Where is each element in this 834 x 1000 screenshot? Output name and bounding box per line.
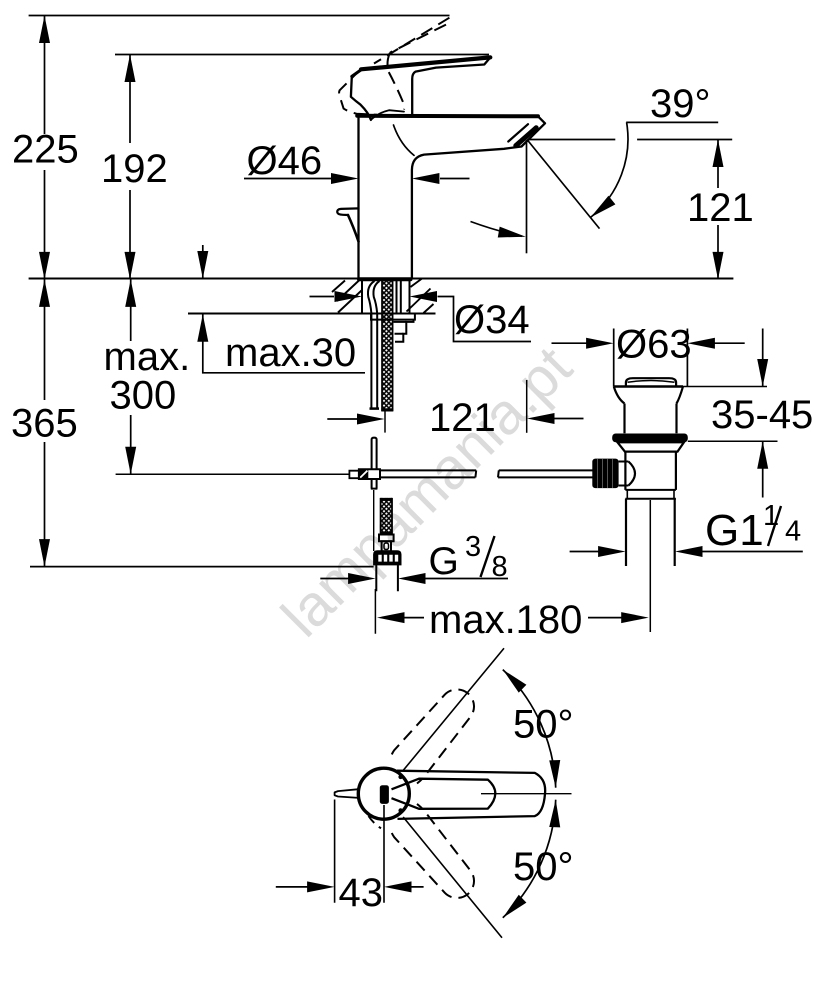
svg-text:192: 192 <box>101 147 168 191</box>
svg-text:Ø34: Ø34 <box>454 298 530 342</box>
svg-text:4: 4 <box>785 516 801 548</box>
svg-text:Ø46: Ø46 <box>247 139 323 183</box>
svg-text:43: 43 <box>339 871 384 915</box>
svg-text:50°: 50° <box>513 703 574 747</box>
svg-text:121: 121 <box>429 396 496 440</box>
svg-text:max.180: max.180 <box>429 598 582 642</box>
svg-text:8: 8 <box>492 551 508 583</box>
svg-text:300: 300 <box>110 374 177 418</box>
svg-text:35-45: 35-45 <box>711 393 813 437</box>
svg-text:365: 365 <box>11 402 78 446</box>
svg-text:G: G <box>429 540 459 583</box>
svg-text:50°: 50° <box>513 845 574 889</box>
svg-text:3: 3 <box>465 531 481 563</box>
svg-text:Ø63: Ø63 <box>616 323 692 367</box>
svg-text:225: 225 <box>12 128 79 172</box>
svg-text:39°: 39° <box>650 82 711 126</box>
svg-text:max.: max. <box>104 335 191 379</box>
svg-text:121: 121 <box>687 186 754 230</box>
svg-text:max.30: max.30 <box>225 331 356 375</box>
svg-text:G1: G1 <box>705 506 764 555</box>
